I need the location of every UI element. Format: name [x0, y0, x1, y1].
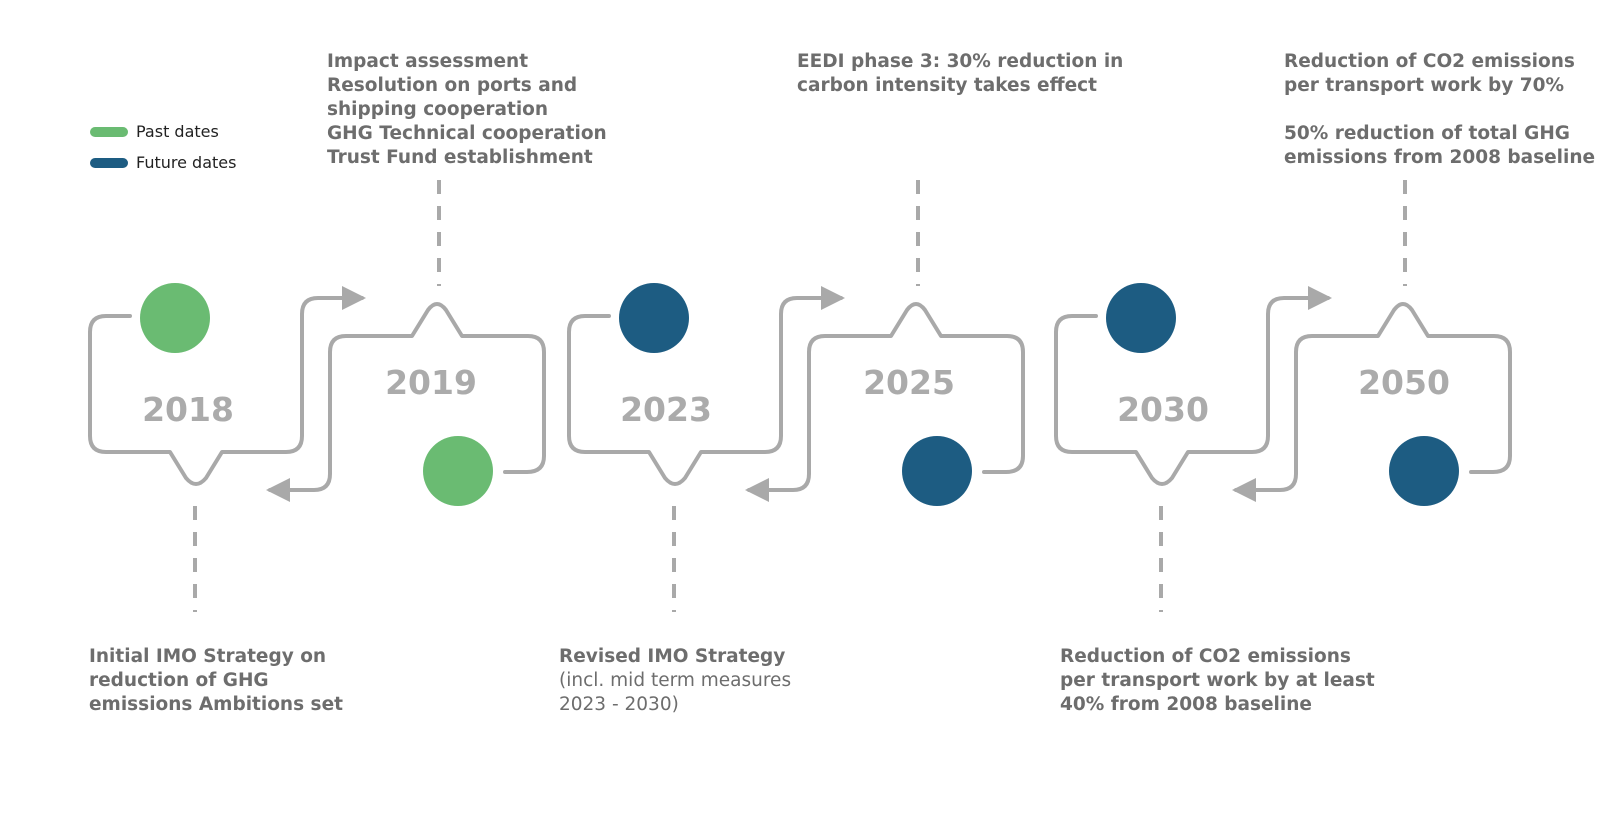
note-line: emissions from 2008 baseline — [1284, 147, 1596, 168]
milestone-dot-2030 — [1106, 283, 1176, 353]
note-line: 2023 - 2030) — [559, 694, 679, 715]
note-line: Revised IMO Strategy — [559, 646, 786, 667]
note-line: 50% reduction of total GHG — [1284, 123, 1570, 144]
milestone-dot-2019 — [423, 436, 493, 506]
year-label-2018: 2018 — [142, 390, 234, 429]
milestone-dot-2050 — [1389, 436, 1459, 506]
legend-label-past: Past dates — [136, 122, 219, 141]
year-label-2030: 2030 — [1117, 390, 1209, 429]
note-line: reduction of GHG — [89, 670, 269, 691]
note-line: Impact assessment — [327, 51, 529, 72]
note-line: shipping cooperation — [327, 99, 549, 120]
legend-swatch-future — [90, 157, 128, 168]
note-line: (incl. mid term measures — [559, 670, 792, 691]
note-line — [1284, 98, 1595, 122]
milestone-note-2030: Reduction of CO2 emissions per transport… — [1060, 645, 1375, 717]
lower-bracket-connector — [88, 286, 366, 486]
year-label-2019: 2019 — [385, 363, 477, 402]
year-label-2025: 2025 — [863, 363, 955, 402]
note-line: Initial IMO Strategy on — [89, 646, 327, 667]
legend-label-future: Future dates — [136, 153, 237, 172]
upper-bracket-connector — [266, 302, 546, 502]
legend-swatch-past — [90, 126, 128, 137]
milestone-dot-2023 — [619, 283, 689, 353]
legend: Past dates Future dates — [90, 116, 236, 178]
milestone-dot-2025 — [902, 436, 972, 506]
note-line: carbon intensity takes effect — [797, 75, 1097, 96]
milestone-note-2025: EEDI phase 3: 30% reduction in carbon in… — [797, 50, 1123, 98]
note-line: Reduction of CO2 emissions — [1284, 51, 1575, 72]
note-line: Resolution on ports and — [327, 75, 578, 96]
milestone-dot-2018 — [140, 283, 210, 353]
note-line: Reduction of CO2 emissions — [1060, 646, 1351, 667]
note-line: 40% from 2008 baseline — [1060, 694, 1312, 715]
legend-item-future: Future dates — [90, 147, 236, 178]
legend-item-past: Past dates — [90, 116, 236, 147]
milestone-note-2019: Impact assessment Resolution on ports an… — [327, 50, 607, 170]
milestone-note-2050: Reduction of CO2 emissions per transport… — [1284, 50, 1595, 170]
lower-bracket-connector — [567, 286, 845, 486]
note-line: Trust Fund establishment — [327, 147, 593, 168]
year-label-2050: 2050 — [1358, 363, 1450, 402]
year-label-2023: 2023 — [620, 390, 712, 429]
upper-bracket-connector — [745, 302, 1025, 502]
note-line: per transport work by at least — [1060, 670, 1375, 691]
note-line: GHG Technical cooperation — [327, 123, 607, 144]
note-line: EEDI phase 3: 30% reduction in — [797, 51, 1124, 72]
upper-bracket-connector — [1232, 302, 1512, 502]
note-line: emissions Ambitions set — [89, 694, 343, 715]
note-line: per transport work by 70% — [1284, 75, 1565, 96]
milestone-note-2018: Initial IMO Strategy on reduction of GHG… — [89, 645, 343, 717]
milestone-note-2023: Revised IMO Strategy (incl. mid term mea… — [559, 645, 791, 717]
lower-bracket-connector — [1054, 286, 1332, 486]
